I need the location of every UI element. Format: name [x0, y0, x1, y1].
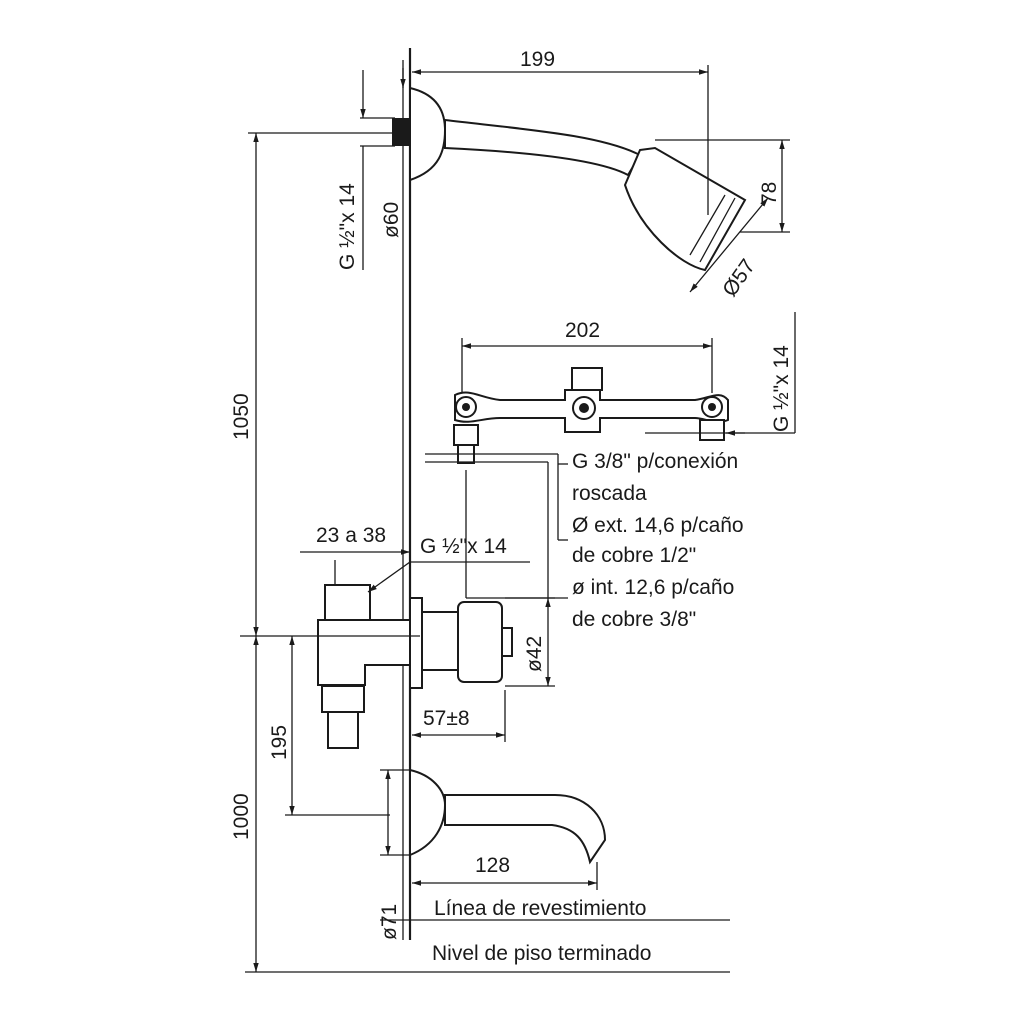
note-line-5: ø int. 12,6 p/caño: [572, 576, 734, 599]
dim-body-thread-leader: [367, 561, 411, 593]
valve-bonnet: [421, 611, 463, 671]
spout-pipe: [444, 794, 607, 865]
valve-body-block: [324, 584, 371, 621]
dim-128-label: 128: [475, 854, 510, 877]
valve-nut: [321, 685, 365, 713]
valve-handle: [457, 601, 503, 683]
shower-pipe: [444, 118, 642, 177]
dim-78-label: 78: [758, 182, 781, 205]
note-line-1: G 3/8" p/conexión: [572, 450, 738, 473]
note-line-3: Ø ext. 14,6 p/caño: [572, 514, 744, 537]
note-line-2: roscada: [572, 482, 647, 505]
note-line-6: de cobre 3/8": [572, 608, 696, 631]
note-line-4: de cobre 1/2": [572, 544, 696, 567]
valve-top-tab: [571, 367, 603, 391]
shower-head: [623, 146, 747, 272]
dim-shower-thread-label: G ½"x 14: [336, 183, 359, 270]
shower-arm: [392, 86, 747, 272]
dim-adjust-label: 23 a 38: [316, 524, 386, 547]
valve-left-nut: [453, 424, 479, 446]
dim-valve-thread-label: G ½"x 14: [770, 345, 793, 432]
dim-1050-label: 1050: [230, 393, 253, 440]
dim-71-label: ø71: [378, 904, 401, 940]
shower-thread: [392, 118, 410, 146]
valve-elbow: [317, 619, 411, 686]
dim-195-label: 195: [268, 725, 291, 760]
shower-flange: [409, 86, 447, 182]
dim-body-thread-label: G ½"x 14: [420, 535, 507, 558]
valve-port-center-in: [579, 403, 589, 413]
dim-57-label: Ø57: [718, 255, 760, 301]
cladding-label: Línea de revestimiento: [434, 897, 646, 920]
dim-202-label: 202: [565, 319, 600, 342]
dim-57pm-label: 57±8: [423, 707, 470, 730]
dim-57-line: [689, 197, 769, 293]
spout: [409, 768, 607, 865]
dim-1000-label: 1000: [230, 793, 253, 840]
valve-side: [317, 584, 513, 749]
floor-label: Nivel de piso terminado: [432, 942, 651, 965]
valve-nipple: [327, 711, 359, 749]
valve-handle-cap: [501, 627, 513, 657]
valve-right-nut: [699, 419, 725, 441]
dim-199-label: 199: [520, 48, 555, 71]
dim-42-label: ø42: [523, 636, 546, 672]
valve-body-top: [453, 367, 729, 464]
dim-60-label: ø60: [380, 202, 403, 238]
valve-port-right-in: [708, 403, 716, 411]
spout-flange: [409, 768, 447, 857]
valve-flange: [409, 597, 423, 689]
valve-port-left-in: [462, 403, 470, 411]
